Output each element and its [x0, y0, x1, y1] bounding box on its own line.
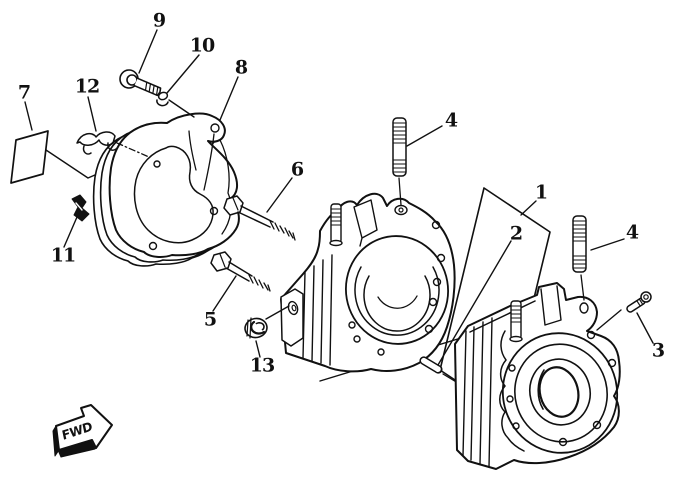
part-label-4-left: 4 [444, 109, 458, 132]
part-label-10: 10 [189, 34, 215, 57]
part-label-11: 11 [50, 244, 76, 267]
fwd-arrow [52, 404, 113, 458]
bolt-6-drawing [223, 195, 296, 241]
short-stud-right-drawing [509, 300, 523, 343]
leader-lines [24, 29, 654, 366]
stud-4-right-axis [580, 274, 585, 301]
part-label-13: 13 [249, 354, 275, 377]
part-label-6: 6 [290, 158, 304, 181]
part-label-4-right: 4 [625, 221, 639, 244]
part-label-9: 9 [152, 9, 166, 32]
part-label-8: 8 [234, 56, 248, 79]
short-stud-drawing [329, 203, 343, 247]
stud-4-left-axis [398, 177, 402, 206]
crankcase-cover-drawing [108, 112, 240, 258]
clamp-position-line [116, 142, 150, 158]
part-label-2: 2 [509, 222, 523, 245]
wire-clamp-drawing [76, 131, 117, 155]
part-label-12: 12 [74, 75, 100, 98]
crankcase-right-drawing [454, 282, 621, 470]
part-label-5: 5 [203, 308, 217, 331]
stud-4-left-drawing [392, 117, 407, 177]
part-label-1: 1 [534, 181, 548, 204]
clip-11-drawing [71, 194, 90, 222]
label-plate-drawing [10, 130, 49, 184]
dowel-pin-drawing [419, 356, 443, 374]
bolt-9-drawing [119, 69, 162, 97]
stud-4-right-drawing [572, 215, 587, 273]
plug-13-drawing [244, 317, 268, 339]
part-label-3: 3 [651, 339, 665, 362]
bolt-5-drawing [210, 251, 271, 292]
part-label-7: 7 [17, 81, 31, 104]
pin-3-drawing [626, 291, 652, 313]
nut-10-drawing [156, 91, 169, 107]
crankcase-center-drawing [280, 192, 456, 373]
